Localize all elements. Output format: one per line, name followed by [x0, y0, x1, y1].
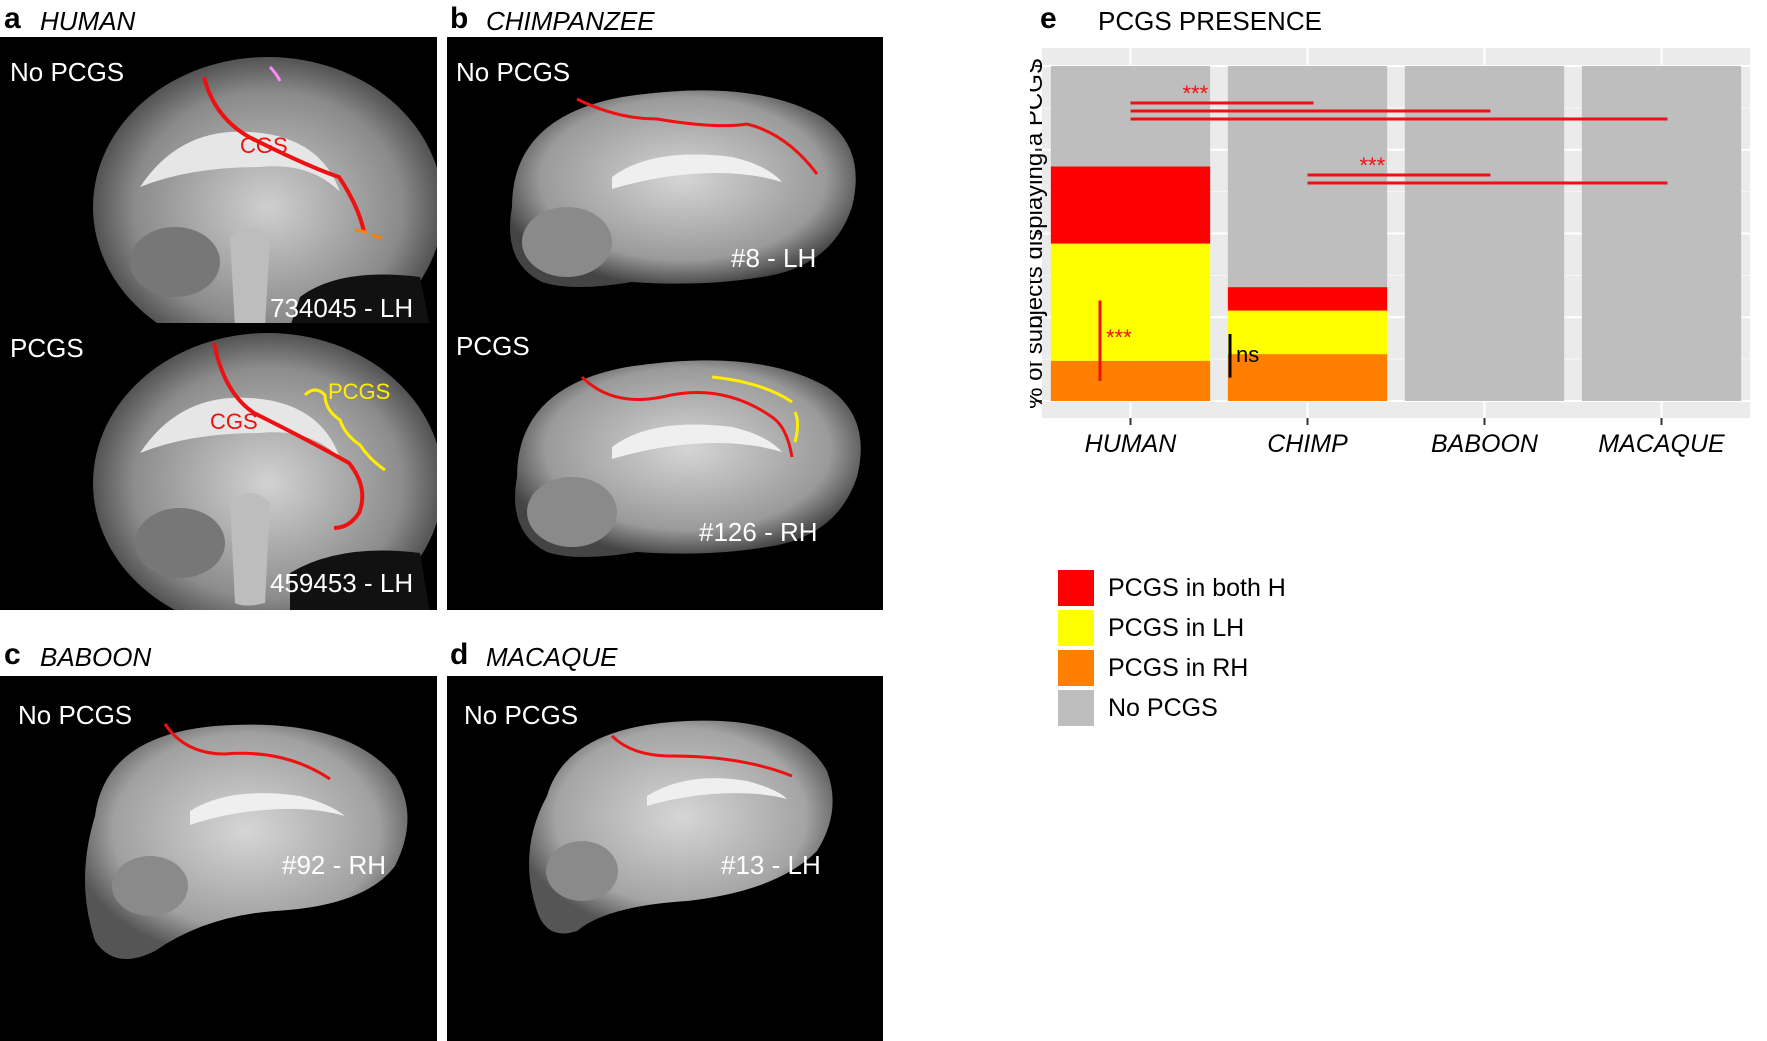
- cgs-trace: [212, 342, 365, 530]
- human-bottom-status: PCGS: [10, 333, 84, 363]
- cgs-label: CGS: [210, 409, 258, 434]
- panel-b-letter: b: [450, 2, 469, 35]
- pcgs-presence-chart: 0255075100HUMANCHIMPBABOONMACAQUE% of su…: [1030, 48, 1750, 458]
- significance-label: ***: [1183, 81, 1209, 106]
- macaque-status: No PCGS: [464, 700, 579, 730]
- baboon-status: No PCGS: [18, 700, 133, 730]
- legend-swatch: [1058, 570, 1094, 606]
- chimp-brain-images: [510, 90, 861, 557]
- chimp-bottom-status: PCGS: [456, 331, 530, 361]
- pcgs-trace: [711, 375, 799, 443]
- bar-none-macaque: [1581, 66, 1742, 401]
- bar-none-human: [1050, 66, 1211, 167]
- baboon-scan: No PCGS #92 - RH: [0, 676, 437, 1041]
- bar-both-human: [1050, 166, 1211, 244]
- pcgs-trace: [303, 388, 386, 472]
- panel-c-species: BABOON: [40, 642, 152, 672]
- chimp-top-status: No PCGS: [456, 57, 571, 87]
- macaque-subject: #13 - LH: [721, 850, 821, 880]
- human-bottom-subject: 459453 - LH: [270, 568, 414, 598]
- human-top-status: No PCGS: [10, 57, 125, 87]
- cgs-trace: [610, 734, 793, 778]
- significance-label: ***: [1360, 153, 1386, 178]
- baboon-brain-image: [85, 723, 408, 959]
- panel-e-letter: e: [1040, 2, 1057, 35]
- legend-swatch: [1058, 690, 1094, 726]
- legend-label: PCGS in LH: [1108, 614, 1245, 642]
- macaque-brain-image: [529, 720, 833, 934]
- legend-swatch: [1058, 610, 1094, 646]
- legend-label: No PCGS: [1108, 694, 1218, 722]
- human-top-subject: 734045 - LH: [270, 293, 414, 323]
- legend-label: PCGS in RH: [1108, 654, 1249, 682]
- chimp-bottom-subject: #126 - RH: [699, 517, 818, 547]
- baboon-subject: #92 - RH: [282, 850, 387, 880]
- human-no-pcgs-scan: No PCGS CGS 734045 - LH: [0, 37, 437, 323]
- cgs-trace: [202, 76, 366, 233]
- chart-title: PCGS PRESENCE: [1098, 6, 1322, 36]
- bar-lh-human: [1050, 243, 1211, 361]
- cgs-trace: [580, 375, 794, 458]
- bar-lh-chimp: [1227, 310, 1388, 355]
- chimp-top-subject: #8 - LH: [731, 243, 817, 273]
- legend-swatch: [1058, 650, 1094, 686]
- x-tick-label: MACAQUE: [1598, 430, 1725, 458]
- bar-rh-chimp: [1227, 354, 1388, 401]
- y-axis-label: % of subjects displaying a PCGS: [1030, 58, 1048, 409]
- panel-d-species: MACAQUE: [486, 642, 618, 672]
- significance-label: ns: [1236, 342, 1259, 367]
- significance-label: ***: [1106, 325, 1132, 350]
- panel-b-species: CHIMPANZEE: [486, 6, 655, 36]
- cgs-trace: [576, 97, 819, 175]
- macaque-scan: No PCGS #13 - LH: [447, 676, 883, 1041]
- human-brain-image-2: [93, 333, 437, 610]
- panel-c-letter: c: [4, 638, 21, 671]
- human-pcgs-scan: PCGS CGS PCGS 459453 - LH: [0, 323, 437, 610]
- cgs-label: CGS: [240, 133, 288, 158]
- panel-d-letter: d: [450, 638, 469, 671]
- bar-none-baboon: [1404, 66, 1565, 401]
- panel-a-letter: a: [4, 2, 21, 35]
- chimp-scans: No PCGS #8 - LH PCGS #126 - RH: [447, 37, 883, 610]
- bar-rh-human: [1050, 360, 1211, 401]
- panel-a-species: HUMAN: [40, 6, 136, 36]
- legend-label: PCGS in both H: [1108, 574, 1286, 602]
- x-tick-label: HUMAN: [1085, 430, 1178, 458]
- x-tick-label: BABOON: [1431, 430, 1539, 458]
- x-tick-label: CHIMP: [1267, 430, 1348, 458]
- cgs-trace: [163, 723, 331, 781]
- bar-both-chimp: [1227, 287, 1388, 311]
- human-brain-image-1: [93, 57, 437, 323]
- pcgs-label: PCGS: [328, 379, 391, 404]
